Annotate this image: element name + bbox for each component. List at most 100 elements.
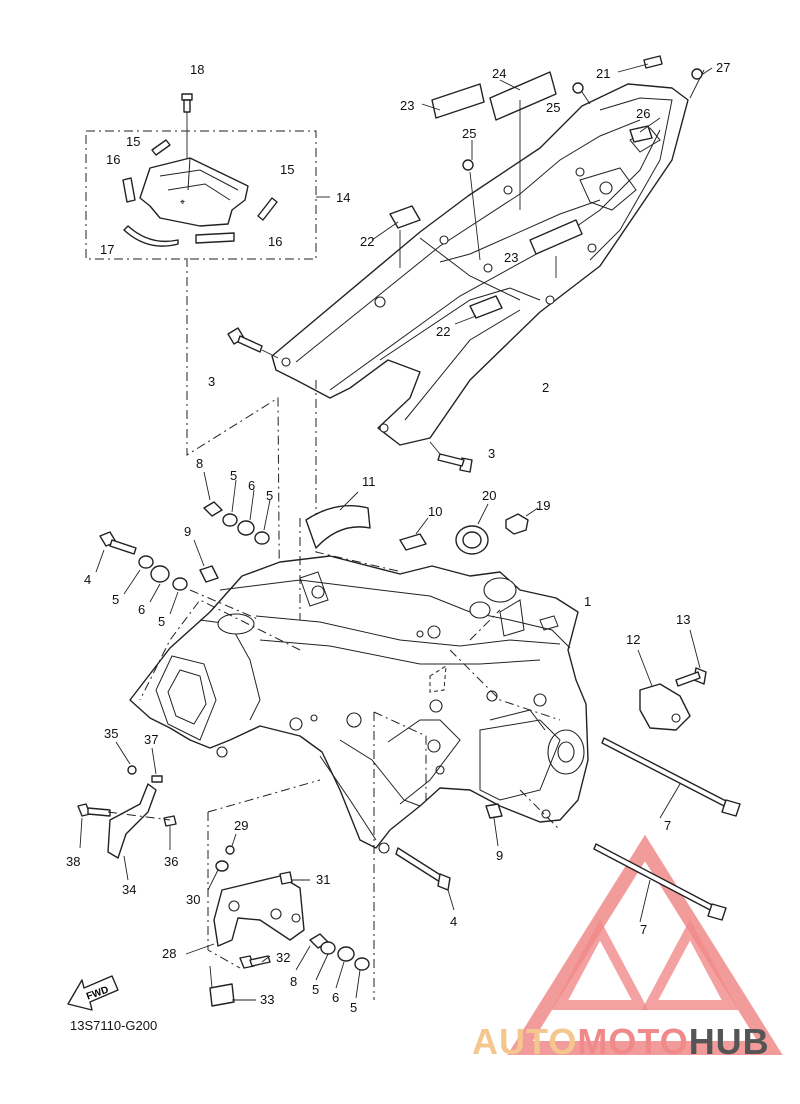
nut-35	[127, 765, 137, 775]
callout-32: 32	[276, 950, 290, 965]
callout-9b: 9	[496, 848, 503, 863]
cap-19	[505, 513, 529, 535]
bolt-32	[239, 955, 271, 969]
callout-13: 13	[676, 612, 690, 627]
bracket-28	[213, 875, 305, 947]
callout-7a: 7	[664, 818, 671, 833]
callout-6a: 6	[248, 478, 255, 493]
callout-38: 38	[66, 854, 80, 869]
callout-18: 18	[190, 62, 204, 77]
bolt-38	[77, 803, 111, 817]
callout-25b: 25	[462, 126, 476, 141]
callout-9a: 9	[184, 524, 191, 539]
callout-23a: 23	[400, 98, 414, 113]
watermark-triangle	[507, 834, 783, 1055]
damper-strip-15a	[151, 139, 171, 156]
main-frame-1	[129, 555, 589, 854]
callout-2: 2	[542, 380, 549, 395]
grommet-25a	[462, 159, 474, 171]
clip-31	[279, 871, 293, 885]
callout-17: 17	[100, 242, 114, 257]
callout-22b: 22	[436, 324, 450, 339]
callout-4b: 4	[450, 914, 457, 929]
clip-10	[399, 533, 427, 551]
bolt-4-left	[99, 531, 137, 555]
clip-37	[151, 775, 163, 783]
collar-set-lower	[309, 933, 370, 971]
tape-22-lower	[469, 295, 503, 319]
callout-28: 28	[162, 946, 176, 961]
damper-9-lower	[485, 803, 503, 819]
collar-set-left	[138, 555, 188, 591]
callout-29: 29	[234, 818, 248, 833]
callout-25a: 25	[546, 100, 560, 115]
damper-33	[209, 983, 235, 1007]
bolt-3-lower	[429, 441, 473, 473]
callout-20: 20	[482, 488, 496, 503]
through-bolt-7-upper	[601, 737, 741, 817]
callout-19: 19	[536, 498, 550, 513]
callout-37: 37	[144, 732, 158, 747]
grommet-36	[163, 815, 177, 827]
callout-5c: 5	[112, 592, 119, 607]
callout-34: 34	[122, 882, 136, 897]
watermark-text-hub: HUB	[689, 1021, 770, 1062]
ring-20	[455, 525, 489, 555]
callout-6c: 6	[332, 990, 339, 1005]
callout-33: 33	[260, 992, 274, 1007]
mount-bracket-14: ⌖	[139, 157, 249, 227]
callout-21: 21	[596, 66, 610, 81]
svg-text:⌖: ⌖	[180, 197, 185, 207]
callout-3a: 3	[208, 374, 215, 389]
callout-16a: 16	[106, 152, 120, 167]
callout-36: 36	[164, 854, 178, 869]
bracket-12	[639, 683, 691, 731]
bolt-3-upper	[227, 327, 279, 359]
tape-21	[643, 55, 663, 69]
tape-24	[489, 71, 557, 121]
tape-23-lower	[529, 219, 583, 255]
collar-30	[215, 860, 229, 872]
callout-1: 1	[584, 594, 591, 609]
bracket-34	[107, 783, 157, 859]
watermark-text-moto: MOTO	[577, 1021, 688, 1062]
callout-15a: 15	[126, 134, 140, 149]
callout-6b: 6	[138, 602, 145, 617]
callout-26: 26	[636, 106, 650, 121]
callout-12: 12	[626, 632, 640, 647]
rear-frame-2	[271, 83, 689, 446]
through-bolt-7-lower	[593, 843, 727, 921]
grommet-25b	[572, 82, 584, 94]
callout-16b: 16	[268, 234, 282, 249]
callout-3b: 3	[488, 446, 495, 461]
pad-11	[305, 505, 371, 549]
damper-strip-16a	[122, 177, 136, 203]
callout-7b: 7	[640, 922, 647, 937]
callout-22a: 22	[360, 234, 374, 249]
callout-5a: 5	[230, 468, 237, 483]
grommet-29	[225, 845, 235, 855]
callout-30: 30	[186, 892, 200, 907]
callout-5f: 5	[350, 1000, 357, 1015]
callout-5b: 5	[266, 488, 273, 503]
callout-11: 11	[362, 474, 376, 489]
callout-8a: 8	[196, 456, 203, 471]
tape-23-upper	[431, 83, 485, 119]
watermark-triangle-inner-2	[641, 919, 739, 1010]
callout-35: 35	[104, 726, 118, 741]
damper-strip-15b	[257, 197, 278, 221]
callout-4a: 4	[84, 572, 91, 587]
callout-5e: 5	[312, 982, 319, 997]
diagram-code: 13S7110-G200	[70, 1018, 157, 1033]
cover-26	[629, 125, 653, 143]
svg-text:AUTOMOTOHUB: AUTOMOTOHUB	[472, 1021, 770, 1062]
callout-15b: 15	[280, 162, 294, 177]
watermark-triangle-inner	[551, 919, 649, 1010]
callout-5d: 5	[158, 614, 165, 629]
callout-8b: 8	[290, 974, 297, 989]
callout-labels: 18 15 16 15 14 17 16 24 21 27 23 25 26 2…	[66, 60, 730, 1015]
screw-18	[181, 93, 193, 160]
collar-set-upper	[203, 501, 270, 545]
damper-band-17	[123, 225, 179, 247]
forward-arrow: FWD	[67, 975, 119, 1011]
